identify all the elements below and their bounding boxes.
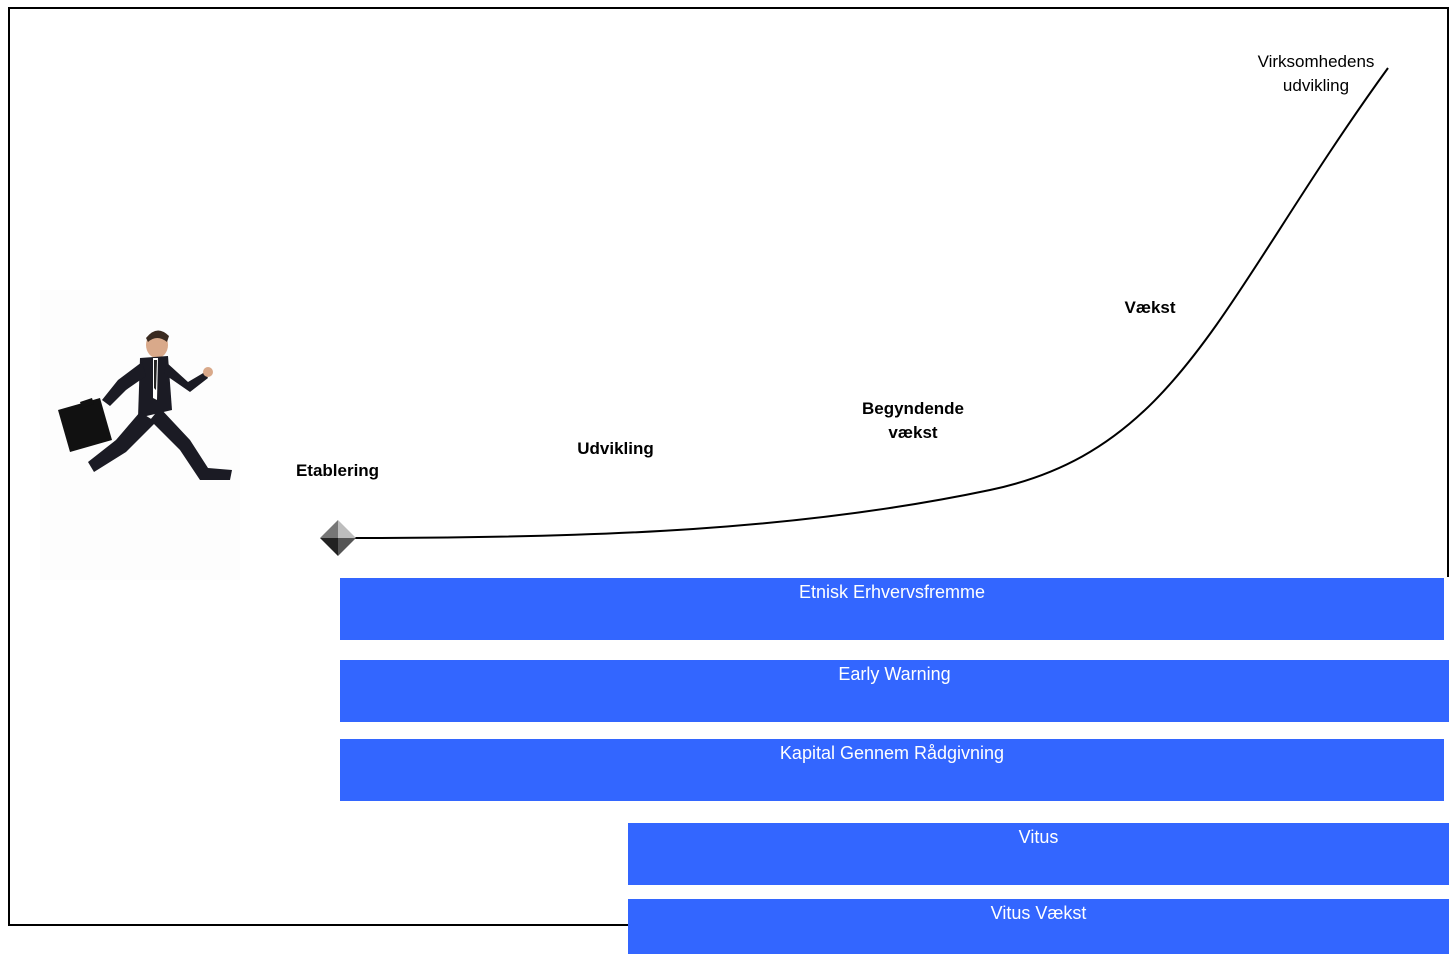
program-bar-kapital-gennem-raadgivning: Kapital Gennem Rådgivning	[340, 739, 1444, 801]
stage-etablering: Etablering	[295, 461, 380, 480]
stage-vaekst: Vækst	[1124, 298, 1176, 317]
running-businessman-image	[40, 290, 240, 580]
diagram-frame-right-edge	[1447, 7, 1449, 577]
program-bar-etnisk-erhvervsfremme: Etnisk Erhvervsfremme	[340, 578, 1444, 640]
program-bar-vitus-vaekst: Vitus Vækst	[628, 899, 1449, 954]
stage-begyndende-vaekst: Begyndende vækst	[861, 399, 965, 442]
axis-label: Virksomhedens udvikling	[1257, 52, 1375, 95]
stage-udvikling: Udvikling	[577, 439, 654, 458]
program-bar-vitus: Vitus	[628, 823, 1449, 885]
program-bar-early-warning: Early Warning	[340, 660, 1449, 722]
curve-start-arrow-icon	[320, 520, 356, 556]
